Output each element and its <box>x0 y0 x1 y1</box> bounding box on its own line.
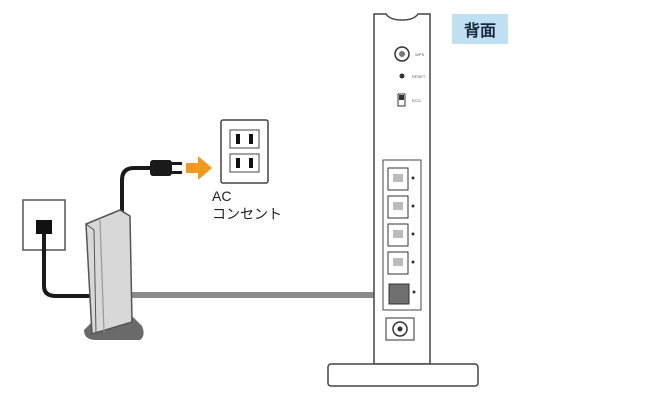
ac-label-line1: AC <box>212 188 232 204</box>
power-cord <box>120 166 156 214</box>
modem-device <box>84 209 144 340</box>
ac-outlet <box>220 119 269 184</box>
svg-text:ECO: ECO <box>412 98 421 103</box>
lan-port-3 <box>387 223 415 247</box>
lan-port-4 <box>387 251 415 275</box>
ac-label-line2: コンセント <box>212 206 282 222</box>
power-plug <box>150 160 182 176</box>
dc-in-port <box>385 317 415 341</box>
rear-view-badge: 背面 <box>452 14 508 44</box>
ac-outlet-label: AC コンセント <box>212 187 282 223</box>
socket-cord <box>42 234 92 298</box>
router-rear: WPS RESET ECO <box>327 13 479 387</box>
svg-text:RESET: RESET <box>412 74 426 79</box>
internet-port <box>388 283 416 305</box>
insert-arrow <box>186 156 212 180</box>
lan-port-2 <box>387 195 415 219</box>
lan-cable <box>130 292 400 298</box>
svg-text:WPS: WPS <box>415 52 424 57</box>
lan-port-1 <box>387 167 415 191</box>
